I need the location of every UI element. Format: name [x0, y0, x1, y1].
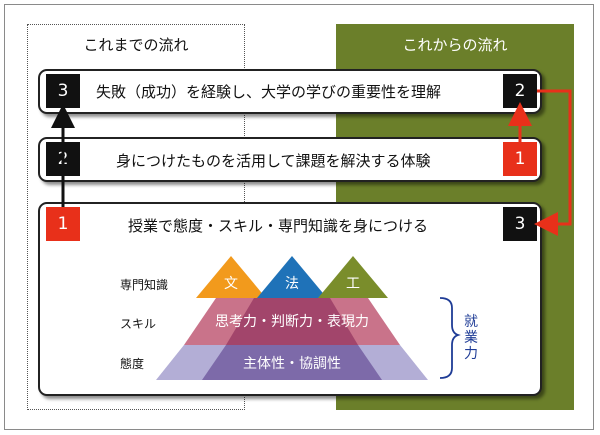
employability-char-2: 業 [464, 330, 478, 346]
box-classes-right-number: 3 [503, 207, 537, 241]
right-flow-arrow-loop [534, 89, 572, 236]
pyramid-top-engineering-triangle [318, 256, 388, 298]
box-experience-text: 身につけたものを活用して課題を解決する体験 [116, 152, 431, 170]
box-understanding-left-number: 3 [46, 74, 80, 108]
pyramid-bottom-label: 主体性・協調性 [243, 356, 341, 372]
right-column-title: これからの流れ [402, 36, 508, 54]
pyramid-letters-label: 文 [224, 276, 238, 292]
pyramid-bottom-center-band [202, 345, 382, 380]
pyramid-top-law-triangle [257, 256, 327, 298]
box-experience-right-number: 1 [503, 142, 537, 176]
level-label-skill: スキル [120, 317, 157, 331]
box-understanding-text: 失敗（成功）を経験し、大学の学びの重要性を理解 [96, 83, 442, 101]
level-label-specialized-knowledge: 専門知識 [120, 278, 169, 292]
pyramid-top-letters-triangle [196, 256, 266, 298]
employability-bracket [439, 297, 461, 379]
pyramid-middle-center-band [226, 298, 358, 345]
pyramid-middle-label: 思考力・判断力・表現力 [215, 314, 369, 330]
diagram-frame [4, 4, 594, 430]
pyramid-law-label: 法 [285, 276, 299, 292]
pyramid-engineering-label: 工 [346, 276, 360, 292]
left-column-title: これまでの流れ [83, 36, 189, 54]
employability-char-3: 力 [464, 346, 478, 362]
box-experience [38, 137, 542, 182]
level-label-attitude: 態度 [120, 357, 145, 371]
employability-label: 就 業 力 [462, 314, 480, 362]
employability-char-1: 就 [464, 314, 478, 330]
box-classes-text: 授業で態度・スキル・専門知識を身につける [128, 217, 429, 235]
box-classes-left-number: 1 [46, 207, 80, 241]
